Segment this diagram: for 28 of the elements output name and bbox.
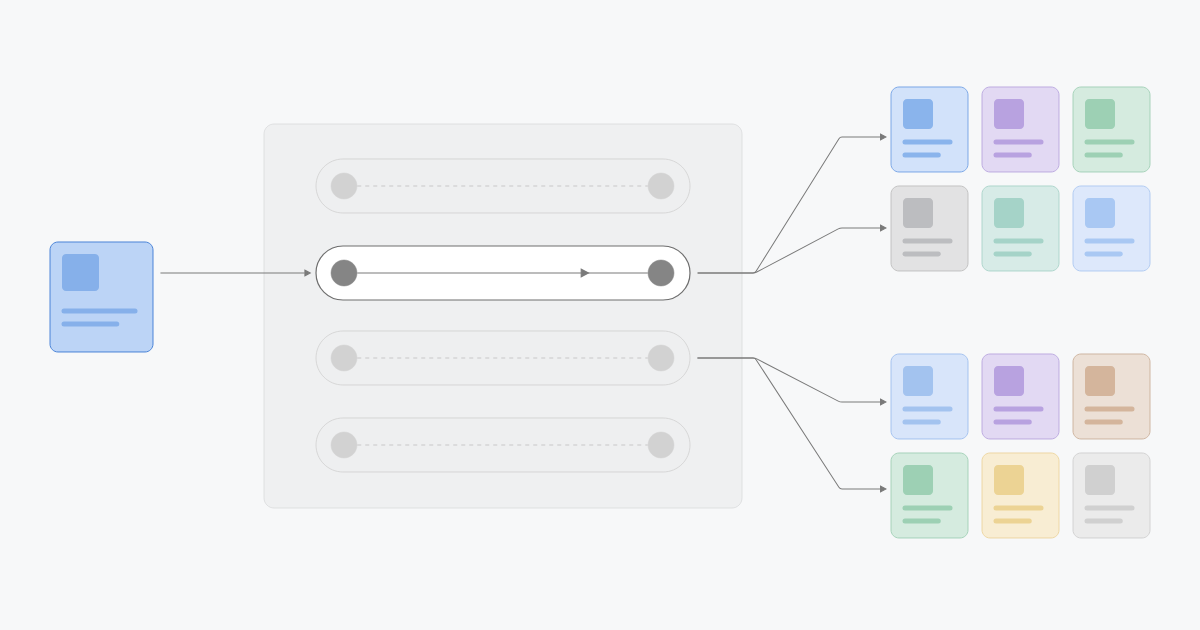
content-card xyxy=(981,353,1060,440)
endpoint-dot xyxy=(330,431,358,459)
arrow xyxy=(697,224,887,274)
content-card xyxy=(890,185,969,272)
content-card xyxy=(890,452,969,539)
content-card xyxy=(890,353,969,440)
endpoint-dot xyxy=(330,344,358,372)
track-bar xyxy=(315,417,691,473)
endpoint-dot xyxy=(330,172,358,200)
arrow xyxy=(356,268,649,278)
content-card xyxy=(890,86,969,173)
content-card xyxy=(1072,86,1151,173)
content-card xyxy=(981,86,1060,173)
track-bar xyxy=(315,158,691,214)
arrow xyxy=(159,269,311,277)
content-card xyxy=(981,452,1060,539)
endpoint-dot xyxy=(647,344,675,372)
content-card xyxy=(981,185,1060,272)
content-card xyxy=(1072,353,1151,440)
document-card xyxy=(49,241,154,353)
endpoint-dot xyxy=(647,172,675,200)
endpoint-dot xyxy=(647,259,675,287)
track-bar xyxy=(315,330,691,386)
endpoint-dot xyxy=(647,431,675,459)
content-card xyxy=(1072,185,1151,272)
arrow xyxy=(696,357,887,493)
endpoint-dot xyxy=(330,259,358,287)
content-card xyxy=(1072,452,1151,539)
